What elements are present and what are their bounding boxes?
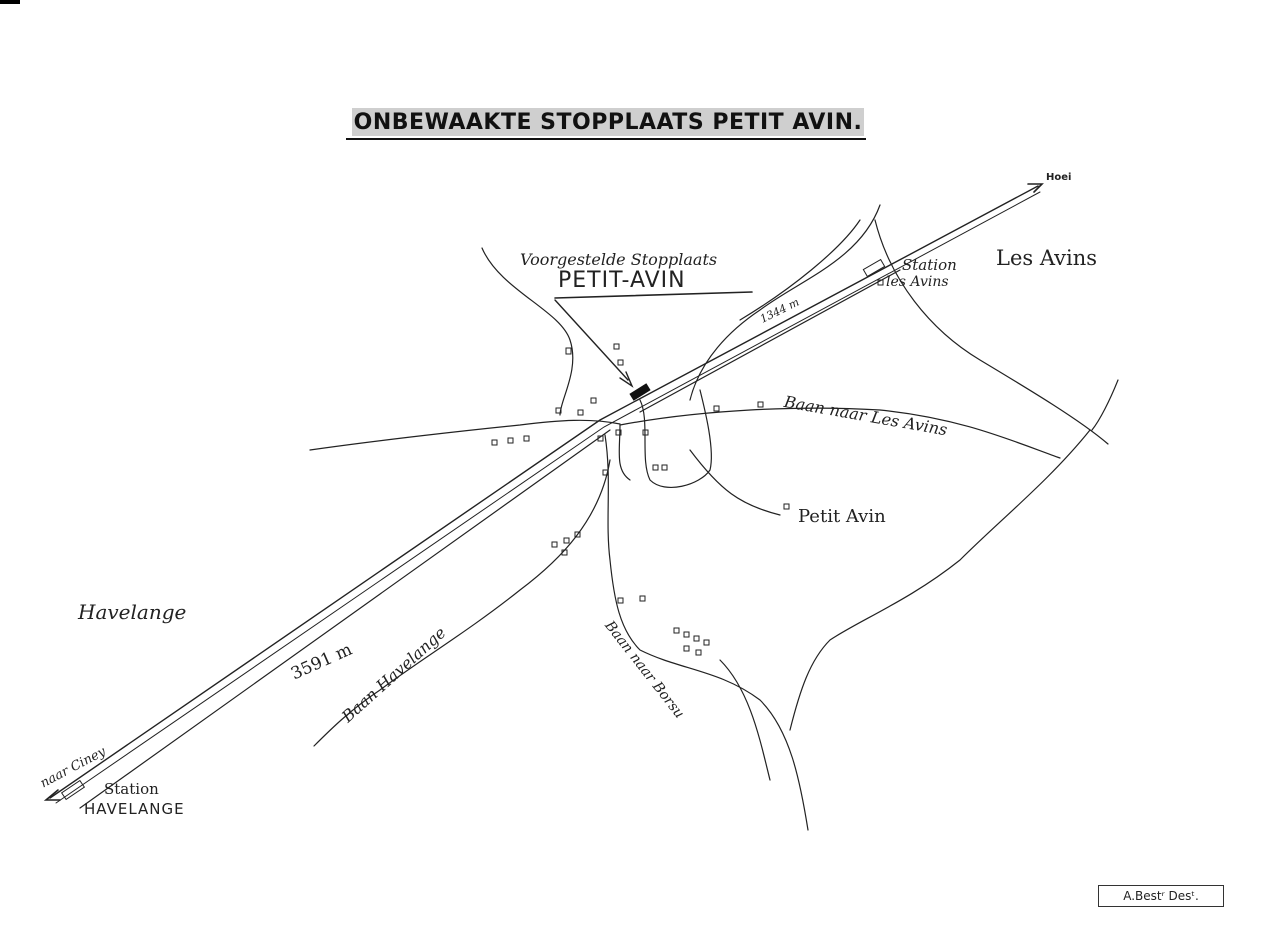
label-hoei: Hoei	[1046, 172, 1072, 183]
house	[551, 541, 558, 548]
road-borsu	[604, 434, 809, 831]
house	[565, 347, 572, 355]
station-havelange-hatch	[60, 779, 86, 801]
house	[561, 549, 568, 556]
house	[703, 639, 710, 646]
house	[597, 435, 604, 442]
measure-line-east	[639, 269, 901, 413]
house	[491, 439, 498, 446]
pointer-underline	[554, 291, 753, 299]
house	[642, 429, 649, 436]
house	[617, 597, 624, 604]
house	[615, 429, 622, 436]
house	[574, 531, 581, 538]
house	[693, 635, 700, 642]
road-north-arc	[689, 204, 881, 401]
road-north-curve	[481, 247, 574, 416]
title-background	[352, 108, 864, 136]
pointer-line	[554, 299, 629, 381]
label-station-havelange: Station	[104, 780, 159, 798]
road-east-loop	[789, 429, 1091, 731]
house	[577, 409, 584, 416]
house	[783, 503, 790, 510]
label-petit-avin: Petit Avin	[798, 506, 886, 527]
station-les-avins-hatch	[862, 258, 886, 278]
measure-line-west	[79, 429, 611, 809]
road-les-avins	[619, 407, 1061, 459]
corner-mark	[0, 0, 20, 4]
label-les-avins: Les Avins	[996, 246, 1098, 270]
road-havelange	[313, 459, 611, 747]
pointer-head	[619, 371, 634, 388]
road-east-short	[1091, 379, 1119, 431]
road-north-arc-2	[739, 219, 861, 321]
house	[617, 359, 624, 366]
house	[507, 437, 514, 444]
hoei-arrow-head	[1027, 183, 1044, 193]
road-west-curve	[309, 419, 621, 451]
ciney-arrow-head	[43, 789, 61, 801]
house	[683, 645, 690, 652]
road-loop	[639, 389, 712, 489]
road-petit-avin	[689, 449, 781, 516]
label-station-havelange-name: HAVELANGE	[84, 800, 185, 818]
map-title: ONBEWAAKTE STOPPLAATS PETIT AVIN.	[353, 110, 863, 135]
road-east-diagonal	[874, 219, 1109, 445]
house	[555, 407, 562, 414]
house	[683, 631, 690, 638]
label-proposed-name: PETIT-AVIN	[558, 268, 686, 293]
house	[713, 405, 720, 412]
house	[523, 435, 530, 442]
house	[563, 537, 570, 544]
label-station-les-avins: Station	[902, 256, 957, 274]
title-underline	[346, 138, 866, 140]
road-loop-2	[618, 424, 631, 481]
label-havelange-area: Havelange	[78, 600, 187, 624]
house	[613, 343, 620, 350]
house	[695, 649, 702, 656]
house	[661, 464, 668, 471]
draftsman-signature: A.Bestʳ Desᵗ.	[1098, 885, 1224, 907]
house	[652, 464, 659, 471]
house	[602, 469, 609, 476]
house	[877, 279, 884, 286]
house	[590, 397, 597, 404]
label-station-les-avins-name: les Avins	[886, 274, 949, 290]
house	[757, 401, 764, 408]
road-borsu-branch	[719, 659, 771, 781]
label-proposed-stop: Voorgestelde Stopplaats	[520, 250, 718, 269]
railway-line	[49, 185, 1039, 799]
house	[639, 595, 646, 602]
stop-marker	[629, 383, 651, 401]
house	[673, 627, 680, 634]
